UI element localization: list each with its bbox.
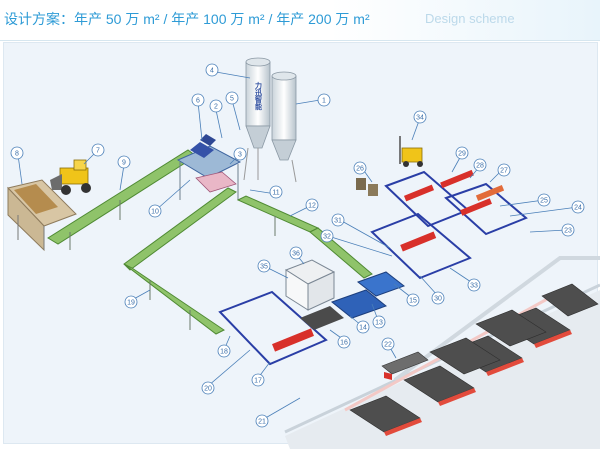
brick-stacks (356, 178, 378, 196)
callout-31: 31 (334, 218, 342, 225)
callout-25: 25 (540, 198, 548, 205)
page-title: 设计方案：年产 50 万 m² / 年产 100 万 m² / 年产 200 万… (4, 11, 370, 27)
callout-11: 11 (272, 190, 279, 197)
callout-23: 23 (564, 228, 572, 235)
callout-30: 30 (434, 296, 442, 303)
callout-15: 15 (409, 298, 417, 305)
red-machinery (272, 169, 505, 352)
callout-14: 14 (359, 325, 367, 332)
callout-18: 18 (220, 349, 228, 356)
control-room (284, 259, 336, 311)
callout-27: 27 (500, 168, 508, 175)
cement-silos: 力迅智能 (243, 57, 297, 183)
callout-20: 20 (204, 386, 212, 393)
batching-tower (176, 134, 242, 200)
callout-19: 19 (127, 300, 135, 307)
transfer-car (381, 351, 429, 380)
forklift (399, 136, 423, 167)
callout-13: 13 (375, 320, 383, 327)
callout-22: 22 (384, 342, 392, 349)
callout-33: 33 (470, 283, 478, 290)
callout-10: 10 (151, 209, 159, 216)
callout-4: 4 (210, 68, 214, 75)
callout-1: 1 (322, 98, 326, 105)
callout-markers: 1 2 3 4 5 6 7 8 9 10 11 12 13 14 15 16 1… (10, 63, 585, 428)
silo-brand-label: 力迅智能 (255, 81, 263, 111)
callout-24: 24 (574, 205, 582, 212)
callout-28: 28 (476, 163, 484, 170)
curing-racks (349, 283, 599, 436)
callout-7: 7 (96, 148, 100, 155)
callout-12: 12 (308, 203, 316, 210)
callout-8: 8 (15, 151, 19, 158)
callout-5: 5 (230, 96, 234, 103)
pallet-feeders (300, 271, 406, 330)
wheel-loader (50, 159, 91, 195)
callout-21: 21 (258, 419, 266, 426)
callout-6: 6 (196, 98, 200, 105)
callout-36: 36 (292, 251, 300, 258)
callout-17: 17 (254, 378, 262, 385)
belt-conveyor-loop (123, 187, 237, 335)
callout-26: 26 (356, 166, 364, 173)
callout-9: 9 (122, 160, 126, 167)
page-subtitle: Design scheme (425, 11, 515, 26)
callout-32: 32 (323, 234, 331, 241)
callout-29: 29 (458, 151, 466, 158)
callout-16: 16 (340, 340, 348, 347)
callout-35: 35 (260, 264, 268, 271)
callout-3: 3 (238, 152, 242, 159)
callout-34: 34 (416, 115, 424, 122)
callout-2: 2 (214, 104, 218, 111)
header-bar: 设计方案：年产 50 万 m² / 年产 100 万 m² / 年产 200 万… (0, 0, 600, 41)
highlight-frames (218, 170, 528, 366)
raw-material-yard (7, 179, 77, 252)
